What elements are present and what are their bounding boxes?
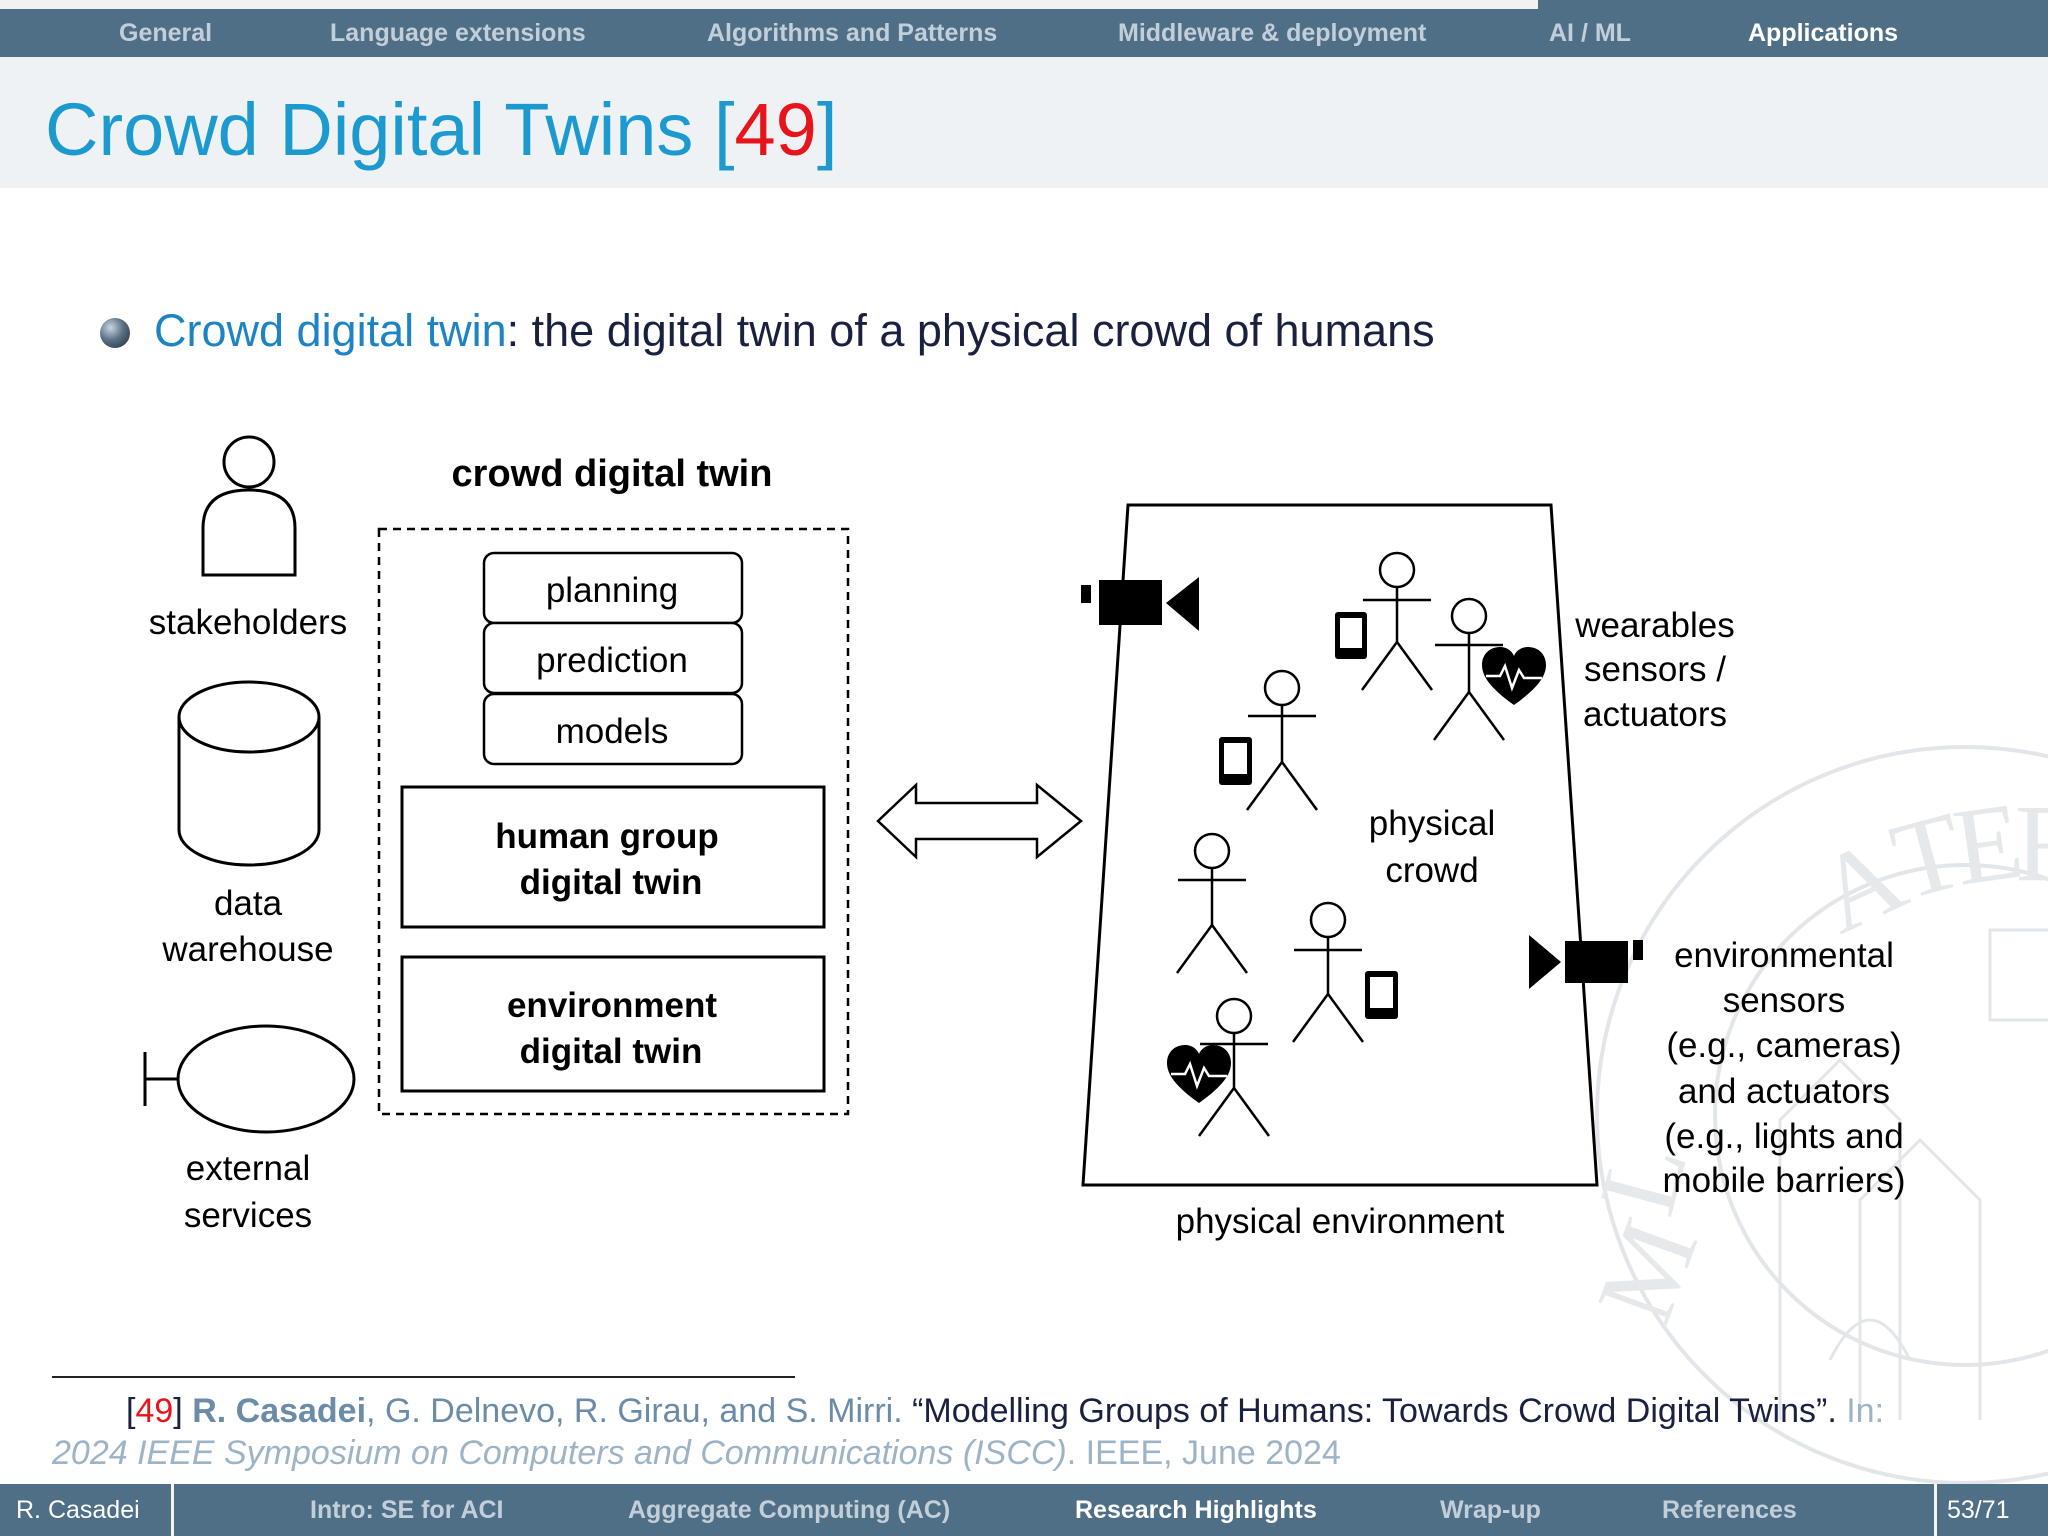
- nav-tab-middleware-deployment[interactable]: Middleware & deployment: [1118, 19, 1427, 47]
- citation-number[interactable]: 49: [135, 1392, 174, 1430]
- person-figure-icon: [1360, 551, 1434, 691]
- section-progress-indicator: [1538, 0, 2048, 9]
- physical-environment-label: physical environment: [1176, 1202, 1505, 1241]
- heart-rate-monitor-icon: [1482, 647, 1546, 705]
- smartphone-icon: [1335, 612, 1367, 659]
- external-services-label-line1: external: [186, 1149, 311, 1188]
- bidirectional-arrow-icon: [876, 782, 1083, 860]
- env-sensors-label-line3: (e.g., cameras): [1666, 1026, 1901, 1065]
- citation-first-author: R. Casadei: [192, 1392, 367, 1430]
- page-number: 53/71: [1947, 1496, 2010, 1524]
- env-sensors-label-line5: (e.g., lights and: [1664, 1117, 1903, 1156]
- env-sensors-label-line1: environmental: [1674, 936, 1894, 975]
- external-service-icon: [143, 1024, 356, 1134]
- citation-authors: , G. Delnevo, R. Girau, and S. Mirri.: [366, 1392, 913, 1430]
- data-warehouse-label-line2: warehouse: [161, 930, 333, 969]
- title-citation-ref[interactable]: 49: [734, 88, 817, 171]
- nav-tab-language-extensions[interactable]: Language extensions: [330, 19, 586, 47]
- camera-icon: [1529, 935, 1643, 989]
- bullet-text: Crowd digital twin: the digital twin of …: [154, 305, 1435, 357]
- data-warehouse-label-line1: data: [214, 884, 283, 923]
- footer-section-references[interactable]: References: [1662, 1496, 1797, 1524]
- footer-section-aggregate-computing[interactable]: Aggregate Computing (AC): [628, 1496, 951, 1524]
- environment-label-line2: digital twin: [520, 1032, 703, 1071]
- page-title: Crowd Digital Twins [49]: [45, 87, 837, 172]
- models-box: [482, 692, 744, 766]
- environment-digital-twin-box: [400, 955, 826, 1093]
- human-group-label-line2: digital twin: [520, 863, 703, 902]
- footer-divider: [1934, 1484, 1937, 1536]
- nav-tab-general[interactable]: General: [119, 19, 213, 47]
- footnote-rule: [52, 1376, 795, 1378]
- footer-author: R. Casadei: [16, 1496, 140, 1524]
- heart-rate-monitor-icon: [1167, 1045, 1231, 1103]
- stakeholders-label: stakeholders: [149, 603, 347, 642]
- footer-section-wrap-up[interactable]: Wrap-up: [1440, 1496, 1541, 1524]
- person-figure-icon: [1291, 901, 1365, 1043]
- bullet-marker: [100, 318, 130, 348]
- title-bar: Crowd Digital Twins [49]: [0, 57, 2048, 188]
- prediction-label: prediction: [536, 641, 688, 680]
- stakeholder-icon: [201, 435, 297, 577]
- person-figure-icon: [1245, 669, 1319, 811]
- smartphone-icon: [1365, 971, 1398, 1019]
- person-figure-icon: [1197, 997, 1271, 1137]
- crowd-digital-twin-boundary: [377, 527, 850, 1116]
- env-sensors-label-line4: and actuators: [1678, 1072, 1890, 1111]
- env-sensors-label-line2: sensors: [1723, 981, 1846, 1020]
- camera-icon: [1081, 577, 1199, 631]
- footnote-citation: [49] R. Casadei, G. Delnevo, R. Girau, a…: [52, 1390, 2012, 1474]
- bullet-definition: : the digital twin of a physical crowd o…: [506, 305, 1435, 356]
- footer-section-research-highlights[interactable]: Research Highlights: [1075, 1496, 1317, 1524]
- citation-venue: 2024 IEEE Symposium on Computers and Com…: [52, 1434, 1067, 1472]
- citation-bracket-open: [: [126, 1392, 136, 1430]
- citation-paper-title: “Modelling Groups of Humans: Towards Cro…: [912, 1392, 1847, 1430]
- person-figure-icon: [1175, 832, 1249, 974]
- person-figure-icon: [1432, 597, 1506, 741]
- bottom-navigation-bar: R. Casadei Intro: SE for ACI Aggregate C…: [0, 1484, 2048, 1536]
- wearables-label-line3: actuators: [1583, 695, 1727, 734]
- citation-bracket-close: ]: [173, 1392, 193, 1430]
- citation-publisher: . IEEE, June 2024: [1066, 1434, 1341, 1472]
- database-icon: [177, 680, 321, 867]
- nav-tab-ai-ml[interactable]: AI / ML: [1549, 19, 1631, 47]
- nav-tab-algorithms-and-patterns[interactable]: Algorithms and Patterns: [707, 19, 998, 47]
- top-navigation-bar: General Language extensions Algorithms a…: [0, 0, 2048, 57]
- models-label: models: [556, 712, 669, 751]
- wearables-label-line2: sensors /: [1584, 650, 1726, 689]
- footer-divider: [171, 1484, 174, 1536]
- wearables-label-line1: wearables: [1574, 606, 1735, 645]
- crowd-digital-twin-header: crowd digital twin: [452, 453, 773, 495]
- planning-label: planning: [546, 571, 678, 610]
- external-services-label-line2: services: [184, 1196, 312, 1235]
- nav-tab-applications[interactable]: Applications: [1748, 19, 1899, 47]
- human-group-label-line1: human group: [495, 817, 719, 856]
- env-sensors-label-line6: mobile barriers): [1662, 1161, 1905, 1200]
- svg-text:R: R: [2015, 782, 2048, 904]
- smartphone-icon: [1219, 737, 1252, 785]
- bullet-term: Crowd digital twin: [154, 305, 507, 356]
- title-bracket: ]: [816, 88, 838, 171]
- physical-crowd-label-line1: physical: [1369, 804, 1495, 843]
- human-group-digital-twin-box: [400, 785, 826, 929]
- physical-crowd-label-line2: crowd: [1385, 851, 1478, 890]
- title-text: Crowd Digital Twins [: [45, 88, 735, 171]
- citation-in: In:: [1846, 1392, 1885, 1430]
- footer-section-intro[interactable]: Intro: SE for ACI: [310, 1496, 504, 1524]
- environment-label-line1: environment: [507, 986, 717, 1025]
